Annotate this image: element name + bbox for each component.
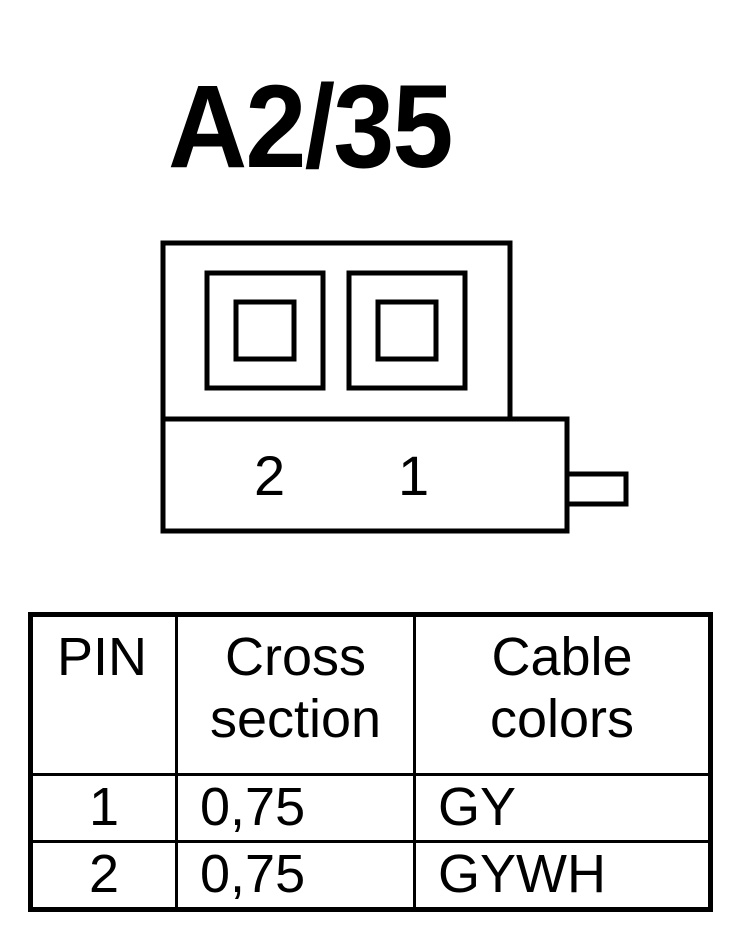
pin-label-2: 2 [254,444,286,507]
connector-housing-bottom [160,416,570,534]
connector-housing-top [160,240,513,422]
header-cable-colors-line1: Cable [491,627,633,687]
header-cross-section-line1: Cross [224,627,366,687]
table-row: 2 0,75 GYWH [29,840,712,911]
table-row: 1 0,75 GY [29,773,712,843]
row-cross-section: 0,75 [175,773,416,843]
row-pin: 1 [29,773,178,843]
header-cable-colors-line2: colors [489,688,635,749]
connector-latch [564,471,629,507]
header-cross-section: Cross section [175,613,416,776]
connector-drawing [160,240,629,534]
row-cable-color: GY [413,773,712,843]
pin-contact-2 [233,299,297,362]
header-pin: PIN [29,613,178,776]
row-cross-section: 0,75 [175,840,416,911]
header-cable-colors: Cable colors [413,613,712,776]
table-header-row: PIN Cross section Cable colors [29,613,712,776]
pin-cavity-2 [204,270,326,391]
header-cross-section-line2: section [209,688,382,749]
connector-title: A2/35 [168,61,453,193]
row-cable-color: GYWH [413,840,712,911]
row-pin: 2 [29,840,178,911]
pin-contact-1 [375,299,439,362]
pin-label-1: 1 [398,444,430,507]
pin-table: PIN Cross section Cable colors 1 0,75 GY… [28,612,713,912]
pin-cavity-1 [346,270,468,391]
